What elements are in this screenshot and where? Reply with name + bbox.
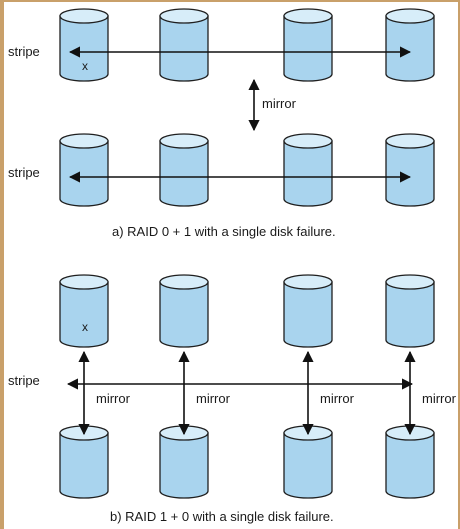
disk-a-top-4	[385, 8, 435, 82]
disk-a-bottom-4	[385, 133, 435, 207]
stripe-label-a-bottom: stripe	[8, 165, 40, 180]
mirror-label-a: mirror	[262, 96, 297, 111]
disk-a-bottom-1	[59, 133, 109, 207]
disk-b-top-1	[59, 274, 109, 348]
disk-a-top-3	[283, 8, 333, 82]
mirror-label-b-4: mirror	[422, 391, 457, 406]
disk-a-bottom-3	[283, 133, 333, 207]
disk-b-bottom-1	[59, 425, 109, 499]
failed-disk-mark-b: x	[82, 320, 88, 334]
disk-b-top-2	[159, 274, 209, 348]
caption-a: a) RAID 0 + 1 with a single disk failure…	[112, 224, 336, 239]
disk-b-top-3	[283, 274, 333, 348]
disks-layer	[59, 8, 435, 499]
disk-b-bottom-4	[385, 425, 435, 499]
mirror-label-b-1: mirror	[96, 391, 131, 406]
arrows-layer	[66, 46, 416, 436]
disk-b-bottom-3	[283, 425, 333, 499]
caption-b: b) RAID 1 + 0 with a single disk failure…	[110, 509, 334, 524]
mirror-label-b-3: mirror	[320, 391, 355, 406]
mirror-label-b-2: mirror	[196, 391, 231, 406]
disk-a-top-2	[159, 8, 209, 82]
disk-b-bottom-2	[159, 425, 209, 499]
disk-b-top-4	[385, 274, 435, 348]
failed-disk-mark-a: x	[82, 59, 88, 73]
disk-a-bottom-2	[159, 133, 209, 207]
stripe-label-a-top: stripe	[8, 44, 40, 59]
stripe-label-b: stripe	[8, 373, 40, 388]
